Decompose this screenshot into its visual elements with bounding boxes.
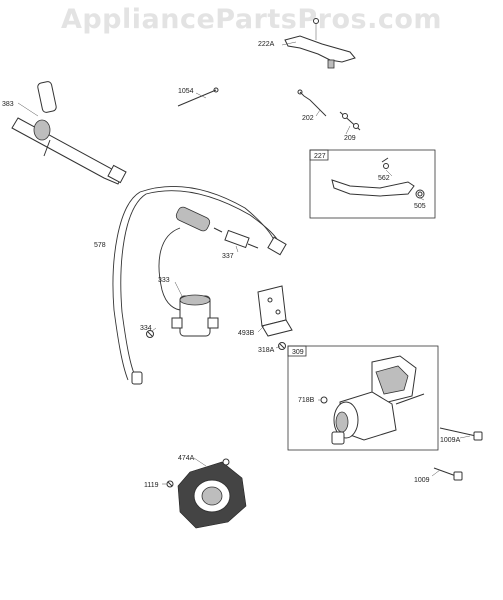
label-1054: 1054 [178, 88, 194, 95]
part-202-spring[interactable] [297, 89, 327, 117]
part-334-screw[interactable] [146, 330, 154, 338]
label-578: 578 [94, 242, 106, 249]
label-333: 333 [158, 277, 170, 284]
label-337: 337 [222, 253, 234, 260]
label-222A: 222A [258, 41, 275, 48]
label-1009: 1009 [414, 477, 430, 484]
label-562: 562 [378, 175, 390, 182]
part-309-starter-motor[interactable] [331, 355, 425, 445]
label-1119: 1119 [144, 482, 159, 489]
part-1054-wire-tie[interactable] [177, 87, 219, 107]
label-334: 334 [140, 325, 152, 332]
part-718B-washer[interactable] [320, 396, 328, 404]
part-227-lever[interactable] [331, 157, 425, 199]
part-333-ignition-coil[interactable] [158, 205, 219, 337]
part-337-spark-plug[interactable] [213, 227, 259, 249]
label-202: 202 [302, 115, 314, 122]
part-1009-bolt[interactable] [433, 467, 463, 481]
part-493B-bracket[interactable] [257, 285, 293, 337]
group-227-box [309, 149, 436, 219]
label-318A: 318A [258, 347, 275, 354]
watermark-text: AppliancePartsPros.com [60, 4, 443, 35]
label-474A: 474A [178, 455, 195, 462]
label-1009A: 1009A [440, 437, 461, 444]
part-1119-screw[interactable] [166, 480, 174, 488]
label-209: 209 [344, 135, 356, 142]
group-label-309: 309 [292, 349, 304, 356]
group-label-227: 227 [314, 153, 326, 160]
part-383-tool[interactable] [11, 81, 127, 185]
part-1009A-bolt[interactable] [439, 427, 483, 441]
label-718B: 718B [298, 397, 315, 404]
label-383: 383 [2, 101, 14, 108]
label-505: 505 [414, 203, 426, 210]
part-222A-bracket[interactable] [284, 18, 356, 69]
part-474A-stator[interactable] [177, 458, 247, 529]
leader-lines [17, 41, 471, 485]
part-318A-screw[interactable] [278, 342, 286, 350]
part-578-wire-harness[interactable] [112, 186, 287, 385]
group-309-box [287, 345, 439, 451]
label-493B: 493B [238, 330, 255, 337]
part-209-link[interactable] [339, 111, 361, 131]
